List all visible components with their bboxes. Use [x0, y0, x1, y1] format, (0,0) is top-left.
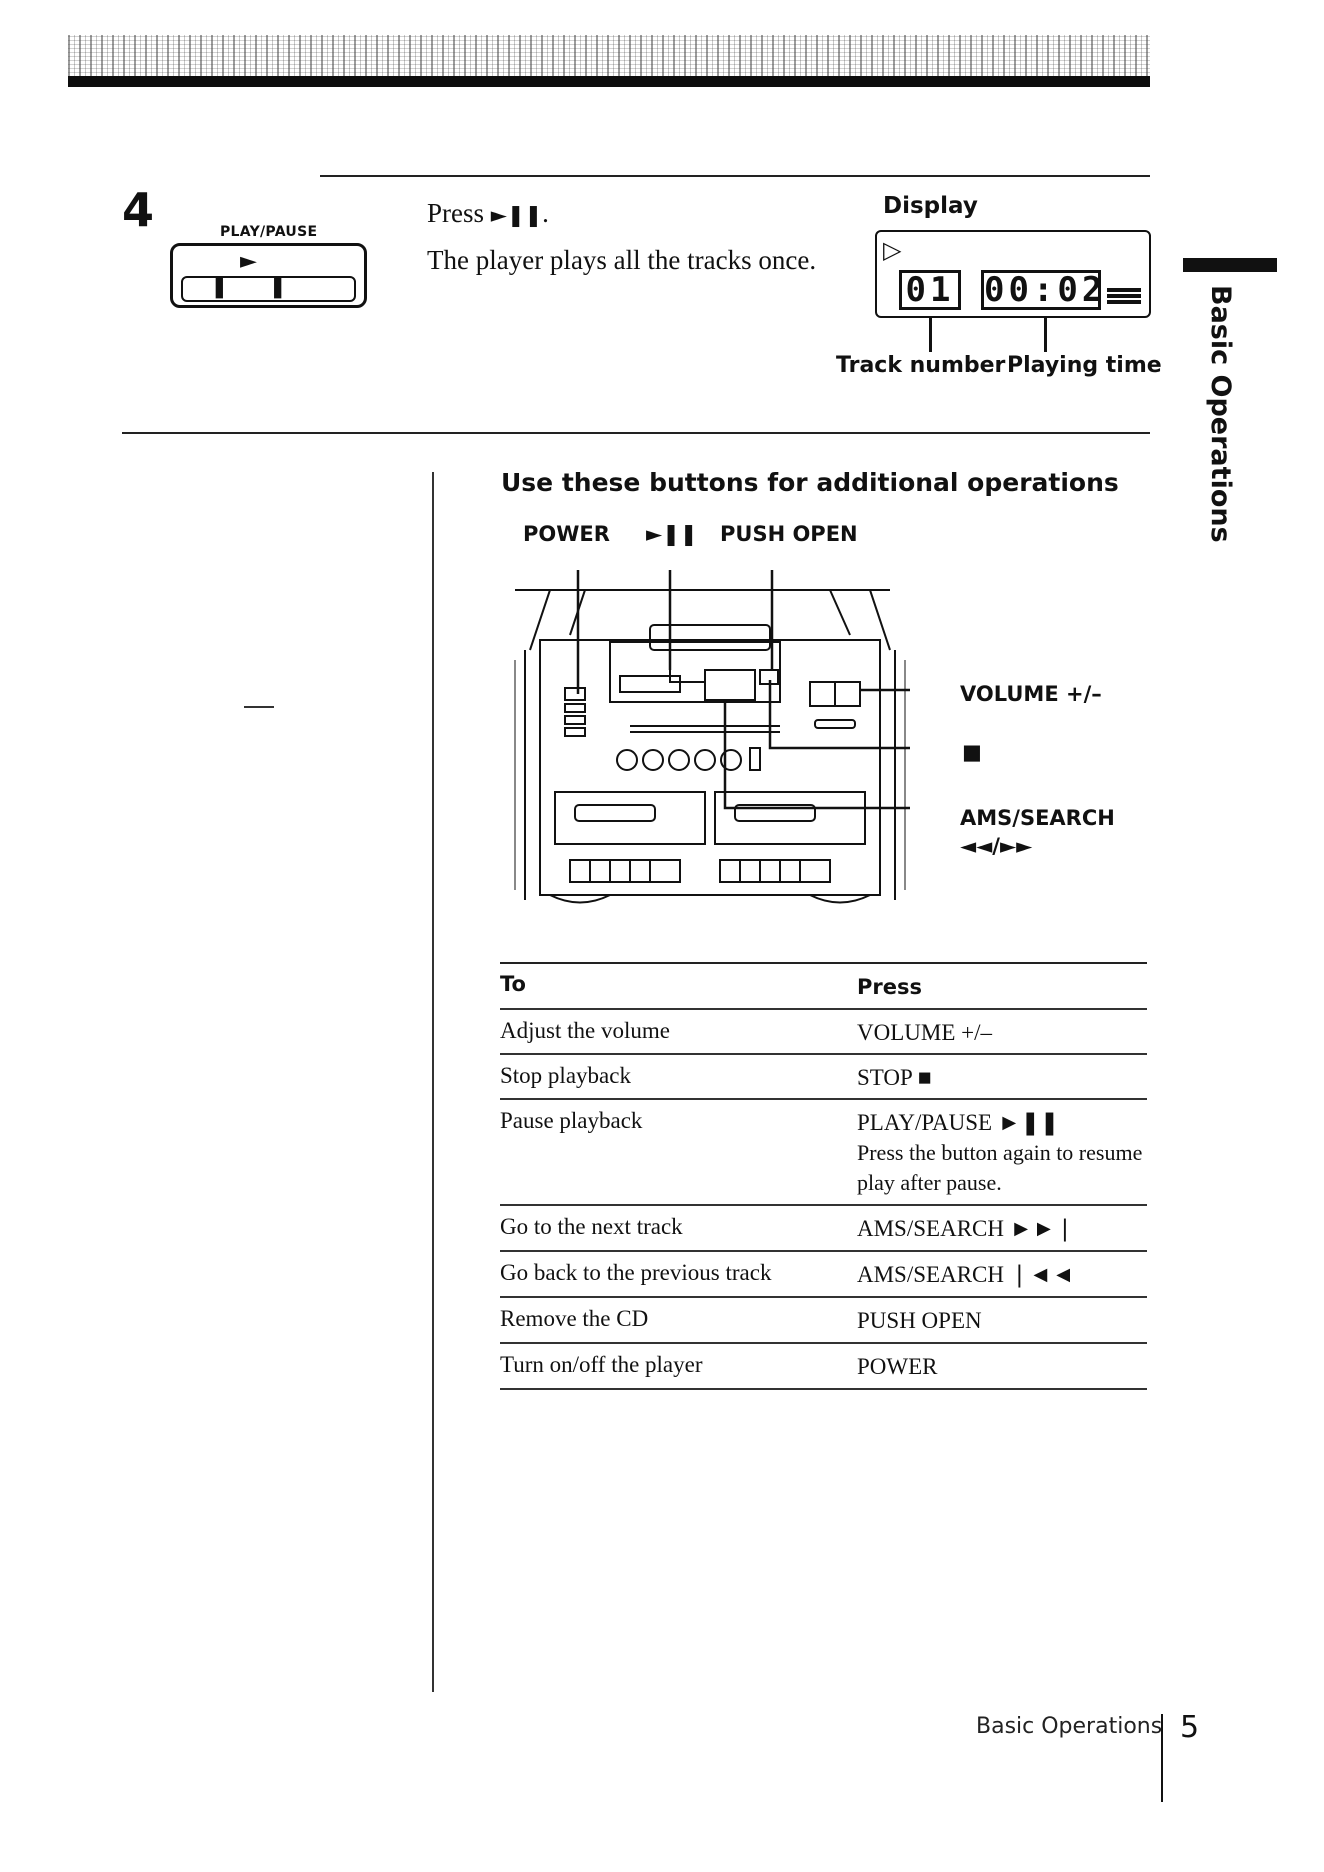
step-description: The player plays all the tracks once. [427, 245, 817, 275]
track-leader-line [929, 316, 932, 352]
row-action: Go back to the previous track [500, 1260, 772, 1285]
row-action: Adjust the volume [500, 1018, 670, 1043]
ams-search-callout: AMS/SEARCH [960, 806, 1115, 830]
stop-callout: ■ [962, 740, 982, 764]
press-prefix: Press [427, 198, 485, 228]
table-row: Turn on/off the player POWER [500, 1342, 1147, 1390]
play-indicator-icon: ▷ [883, 238, 902, 264]
operations-heading: Use these buttons for additional operati… [501, 468, 1119, 497]
row-action: Pause playback [500, 1108, 643, 1133]
track-number-label: Track number [836, 353, 1006, 378]
button-bar [181, 276, 356, 302]
operations-table: To Press Adjust the volume VOLUME +/– St… [500, 962, 1147, 1390]
section-tab-marker [1183, 258, 1277, 272]
step-number: 4 [122, 183, 155, 237]
row-button: PLAY/PAUSE ►❚❚ [857, 1110, 1060, 1135]
display-title: Display [883, 193, 978, 219]
play-pause-callout: ►❚❚ [646, 522, 698, 546]
section-rule [122, 432, 1150, 434]
header-press: Press [857, 975, 922, 999]
row-button: AMS/SEARCH ❘◄◄ [857, 1262, 1075, 1287]
header-rule [68, 76, 1150, 87]
table-row: Remove the CD PUSH OPEN [500, 1296, 1147, 1342]
press-suffix: . [542, 198, 549, 228]
page-number: 5 [1180, 1710, 1200, 1745]
header-to: To [500, 972, 526, 996]
play-pause-button-label: PLAY/PAUSE [220, 224, 318, 240]
row-button: STOP ■ [857, 1065, 932, 1090]
row-action: Turn on/off the player [500, 1352, 703, 1377]
volume-callout: VOLUME +/– [960, 682, 1102, 706]
play-pause-icon: ► ❚❚ [210, 249, 327, 299]
row-button: POWER [857, 1354, 938, 1379]
time-leader-line [1044, 316, 1047, 352]
play-pause-button-illustration: ► ❚❚ [170, 243, 367, 308]
playing-time-label: Playing time [1007, 353, 1162, 378]
power-callout: POWER [523, 522, 610, 546]
step-top-rule [320, 175, 1150, 177]
lcd-level-bars [1107, 286, 1141, 304]
row-action: Remove the CD [500, 1306, 649, 1331]
column-divider [432, 472, 434, 1692]
row-action: Stop playback [500, 1063, 631, 1088]
row-button-with-note: PLAY/PAUSE ►❚❚ Press the button again to… [857, 1108, 1147, 1198]
table-row: Go back to the previous track AMS/SEARCH… [500, 1250, 1147, 1296]
table-row: Go to the next track AMS/SEARCH ►►❘ [500, 1204, 1147, 1250]
play-pause-symbol-icon: ►❚❚ [490, 203, 543, 227]
lcd-time-digits: 00:02 [981, 270, 1102, 310]
footer-divider [1161, 1714, 1163, 1802]
press-instruction: Press ►❚❚. [427, 198, 549, 229]
push-open-callout: PUSH OPEN [720, 522, 858, 546]
row-note: Press the button again to resume play af… [857, 1140, 1143, 1195]
lcd-display: ▷ 01 00:02 [875, 230, 1151, 318]
scan-mark [244, 706, 274, 708]
row-button: VOLUME +/– [857, 1020, 992, 1045]
lcd-track-digits: 01 [899, 270, 961, 310]
table-row: Adjust the volume VOLUME +/– [500, 1008, 1147, 1053]
row-button: AMS/SEARCH ►►❘ [857, 1216, 1075, 1241]
row-button: PUSH OPEN [857, 1308, 982, 1333]
row-action: Go to the next track [500, 1214, 683, 1239]
table-row: Pause playback PLAY/PAUSE ►❚❚ Press the … [500, 1098, 1147, 1204]
footer-section-title: Basic Operations [976, 1714, 1163, 1739]
section-tab-label: Basic Operations [1205, 285, 1236, 543]
boombox-illustration [514, 570, 910, 904]
ams-search-symbols: ◄◄/►► [960, 834, 1033, 858]
table-header-row: To Press [500, 962, 1147, 1008]
table-row: Stop playback STOP ■ [500, 1053, 1147, 1098]
